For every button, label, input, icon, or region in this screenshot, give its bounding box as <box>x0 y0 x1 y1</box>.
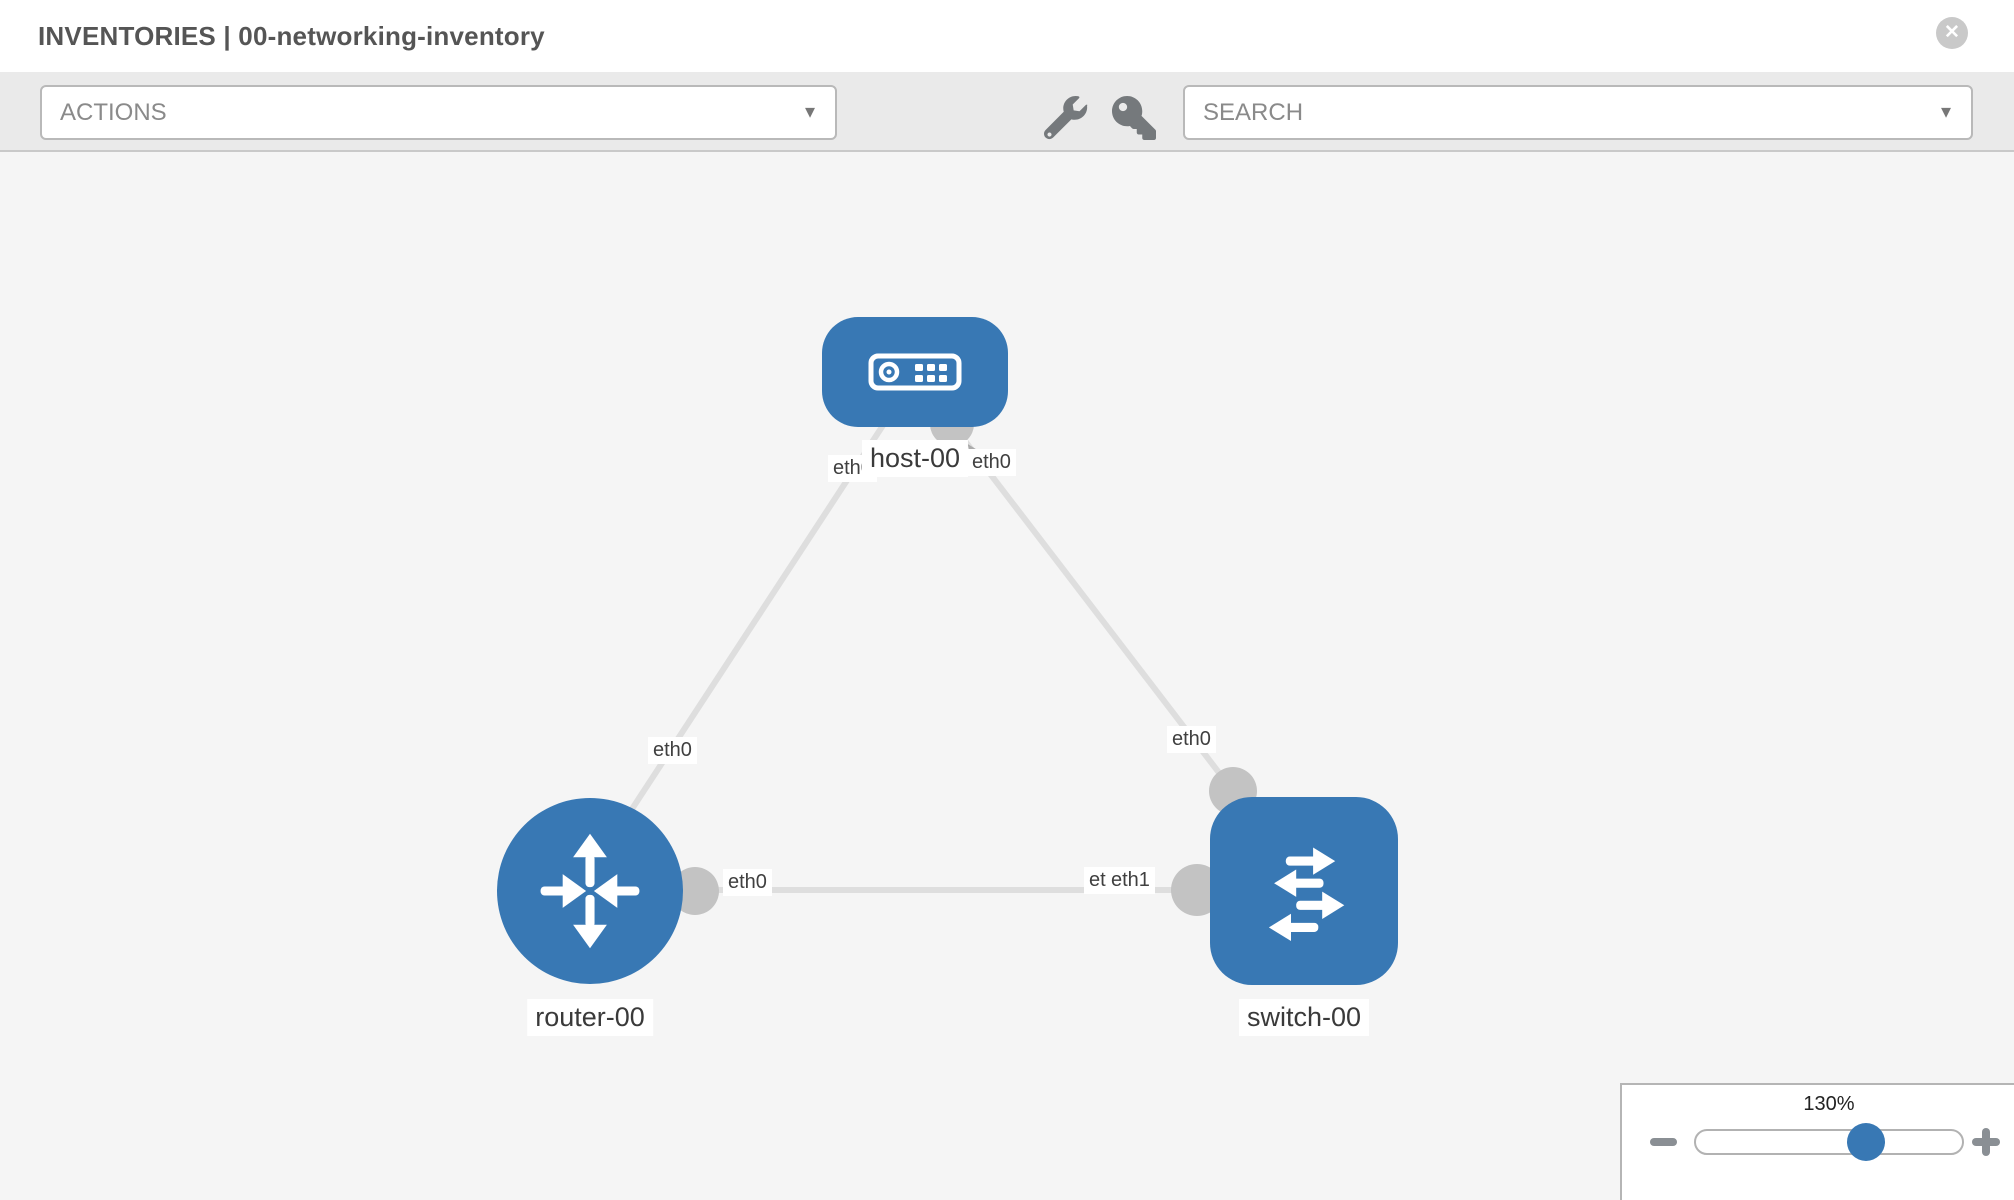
zoom-in-button[interactable] <box>1972 1128 2000 1156</box>
page-title: INVENTORIES | 00-networking-inventory <box>38 21 545 51</box>
chevron-down-icon: ▾ <box>1940 101 1951 123</box>
topology-canvas[interactable] <box>0 152 2014 1200</box>
switch-icon <box>1268 847 1345 942</box>
router-icon <box>540 833 640 949</box>
actions-dropdown-label: ACTIONS <box>60 99 167 126</box>
node-label-switch-00: switch-00 <box>1238 999 1370 1036</box>
chevron-down-icon: ▾ <box>804 101 815 123</box>
interface-label: eth0 <box>967 449 1016 476</box>
zoom-control-panel: 130% <box>1620 1083 2014 1200</box>
zoom-slider-thumb[interactable] <box>1847 1123 1885 1161</box>
host-icon <box>868 353 962 391</box>
node-host-00[interactable] <box>822 317 1008 427</box>
zoom-out-button[interactable] <box>1650 1138 1677 1146</box>
interface-label: eth0 <box>648 737 697 764</box>
header: INVENTORIES | 00-networking-inventory ✕ <box>0 0 2014 72</box>
close-icon[interactable]: ✕ <box>1936 17 1968 49</box>
toolbar: ACTIONS ▾ SEARCH ▾ <box>0 72 2014 152</box>
interface-label: eth1 <box>1106 867 1155 894</box>
interface-label: eth0 <box>723 869 772 896</box>
node-label-router-00: router-00 <box>527 999 653 1036</box>
interface-endpoint[interactable] <box>671 867 719 915</box>
interface-label: eth0 <box>1167 726 1216 753</box>
zoom-level-value: 130% <box>1803 1093 1855 1115</box>
key-icon[interactable] <box>1112 96 1156 140</box>
search-dropdown-label: SEARCH <box>1203 99 1304 126</box>
node-switch-00[interactable] <box>1210 797 1398 985</box>
actions-dropdown[interactable]: ACTIONS ▾ <box>40 85 837 140</box>
zoom-slider-track[interactable] <box>1694 1129 1964 1155</box>
node-router-00[interactable] <box>497 798 683 984</box>
node-label-host-00: host-00 <box>861 440 969 477</box>
wrench-icon[interactable] <box>1044 96 1088 140</box>
search-dropdown[interactable]: SEARCH ▾ <box>1183 85 1973 140</box>
